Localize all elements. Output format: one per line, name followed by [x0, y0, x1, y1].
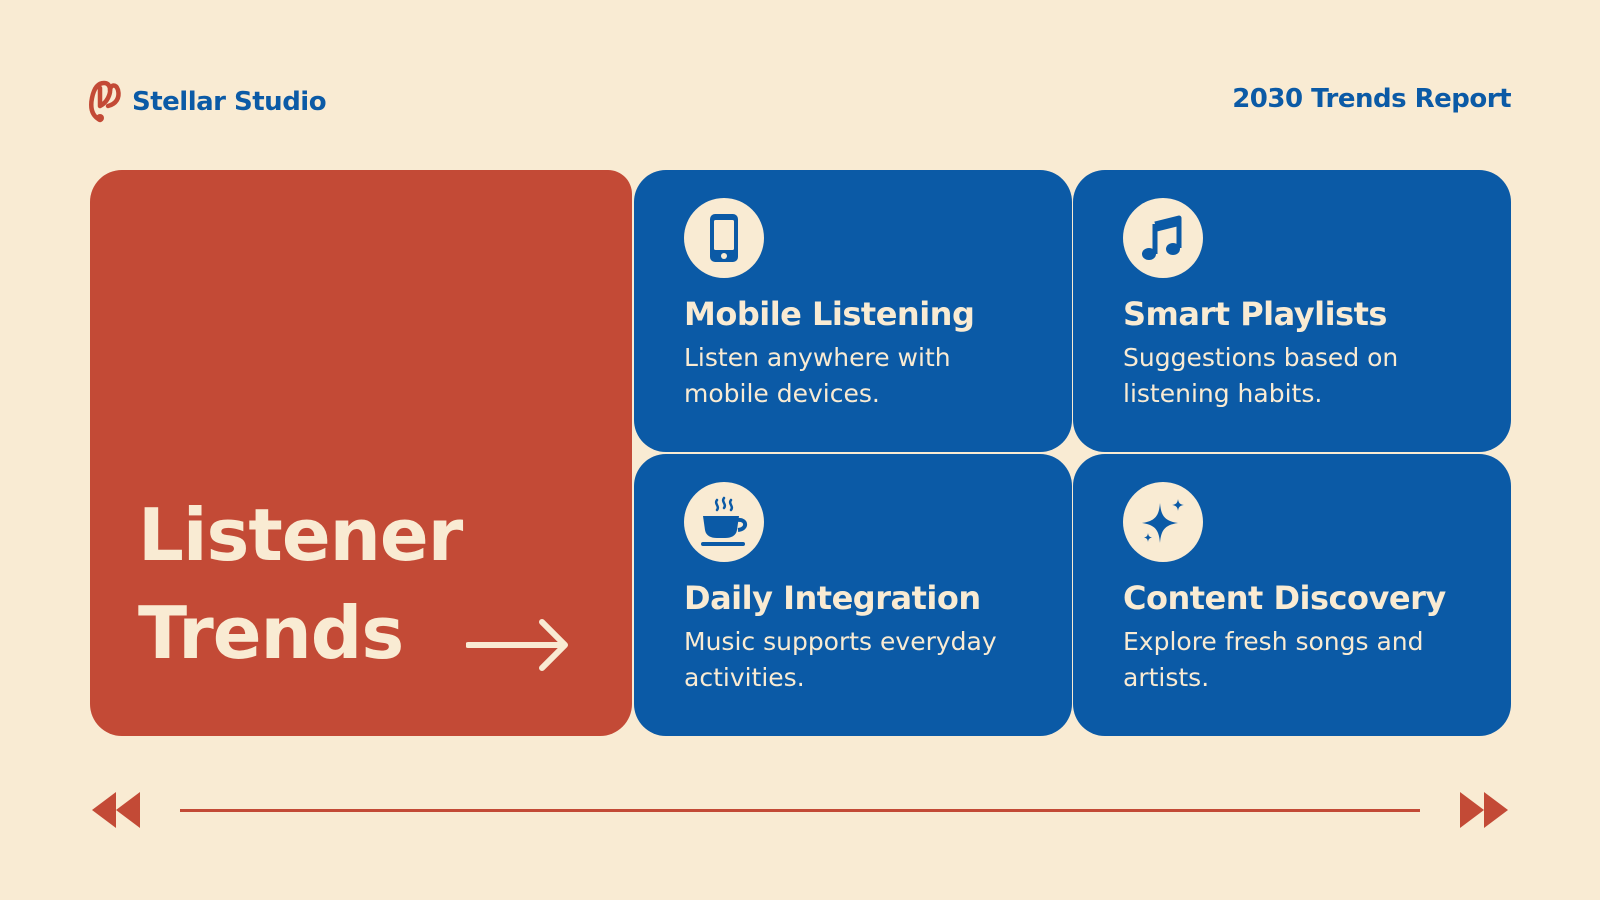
music-note-icon	[1142, 215, 1182, 260]
card-icon-circle	[1123, 198, 1203, 278]
card-description: Explore fresh songs and artists.	[1123, 627, 1424, 692]
progress-line	[180, 809, 1420, 812]
hero-title-line2: Trends	[138, 591, 404, 675]
report-title: 2030 Trends Report	[1232, 84, 1511, 114]
footer-nav	[88, 788, 1512, 832]
card-daily-integration: Daily Integration Music supports everyda…	[634, 454, 1072, 736]
card-description: Listen anywhere with mobile devices.	[684, 343, 951, 408]
smartphone-icon	[710, 214, 738, 262]
arrow-right-icon[interactable]	[466, 618, 570, 672]
rewind-icon[interactable]	[90, 790, 144, 830]
card-content-discovery: Content Discovery Explore fresh songs an…	[1073, 454, 1511, 736]
card-description: Suggestions based on listening habits.	[1123, 343, 1399, 408]
card-mobile-listening: Mobile Listening Listen anywhere with mo…	[634, 170, 1072, 452]
card-icon-circle	[1123, 482, 1203, 562]
card-title: Daily Integration	[684, 579, 981, 617]
music-note-logo-icon	[89, 80, 121, 123]
brand-name: Stellar Studio	[132, 87, 327, 117]
card-icon-circle	[684, 198, 764, 278]
coffee-cup-icon	[701, 496, 748, 546]
card-description: Music supports everyday activities.	[684, 627, 997, 692]
card-icon-circle	[684, 482, 764, 562]
card-title: Content Discovery	[1123, 579, 1446, 617]
hero-title-line1: Listener	[138, 493, 463, 577]
card-title: Mobile Listening	[684, 295, 975, 333]
card-smart-playlists: Smart Playlists Suggestions based on lis…	[1073, 170, 1511, 452]
hero-title: Listener Trends	[138, 486, 463, 682]
hero-card: Listener Trends	[90, 170, 632, 736]
fast-forward-icon[interactable]	[1456, 790, 1510, 830]
brand: Stellar Studio	[88, 80, 327, 124]
sparkle-icon	[1142, 499, 1184, 543]
card-title: Smart Playlists	[1123, 295, 1387, 333]
